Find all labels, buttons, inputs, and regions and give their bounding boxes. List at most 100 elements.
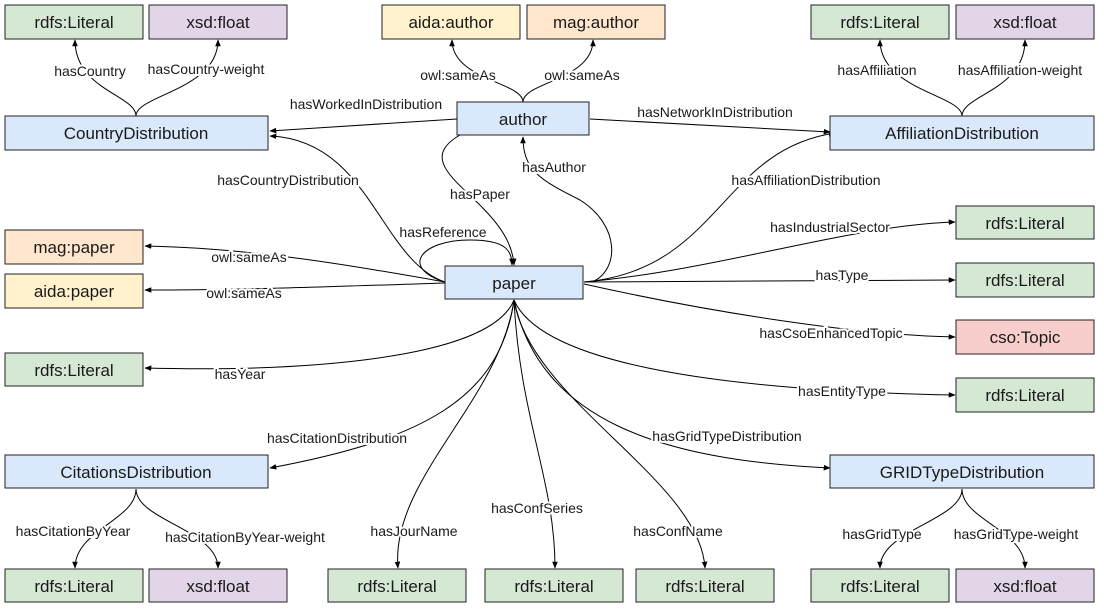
- edge-author-sameAs-aida: [449, 39, 524, 103]
- node-industrial-literal[interactable]: rdfs:Literal: [955, 205, 1095, 240]
- node-grid-distribution[interactable]: GRIDTypeDistribution: [829, 454, 1095, 489]
- node-mag-paper[interactable]: mag:paper: [4, 229, 144, 265]
- edge-hasConfName: [513, 299, 708, 569]
- node-cit-float[interactable]: xsd:float: [148, 568, 288, 603]
- edge-hasCitationByYear-weight: [135, 488, 221, 569]
- edge-hasYear: [144, 299, 515, 371]
- label-hasCountryDistribution: hasCountryDistribution: [217, 172, 359, 188]
- label-hasConfName: hasConfName: [633, 523, 723, 539]
- node-country-distribution[interactable]: CountryDistribution: [4, 115, 269, 151]
- label-hasReference: hasReference: [399, 224, 486, 240]
- node-confseries-literal[interactable]: rdfs:Literal: [484, 568, 624, 603]
- edge-hasEntityType: [513, 299, 956, 398]
- edge-hasAuthor: [520, 136, 613, 283]
- svg-text:CitationsDistribution: CitationsDistribution: [60, 463, 211, 482]
- label-hasEntityType: hasEntityType: [798, 383, 886, 399]
- label-hasGridType: hasGridType: [842, 526, 922, 542]
- node-affil-literal[interactable]: rdfs:Literal: [810, 4, 950, 40]
- label-hasCitationDistribution: hasCitationDistribution: [267, 430, 407, 446]
- label-hasYear: hasYear: [215, 366, 266, 382]
- node-citations-distribution[interactable]: CitationsDistribution: [4, 454, 269, 489]
- node-country-float[interactable]: xsd:float: [148, 4, 288, 40]
- label-hasCitationByYear-weight: hasCitationByYear-weight: [165, 529, 325, 545]
- edge-paper-sameAs-mag: [144, 243, 446, 283]
- svg-text:paper: paper: [492, 274, 536, 293]
- node-grid-float[interactable]: xsd:float: [955, 568, 1095, 603]
- svg-text:rdfs:Literal: rdfs:Literal: [985, 386, 1064, 405]
- edge-paper-sameAs-aida: [144, 282, 446, 293]
- label-hasAffiliationDistribution: hasAffiliationDistribution: [731, 172, 880, 188]
- svg-text:rdfs:Literal: rdfs:Literal: [665, 577, 744, 596]
- edge-hasAffiliationDistribution: [583, 131, 836, 283]
- label-paper-sameAs-aida: owl:sameAs: [206, 285, 281, 301]
- edge-hasCountryDistribution: [269, 133, 446, 283]
- label-hasPaper: hasPaper: [450, 186, 510, 202]
- svg-text:xsd:float: xsd:float: [186, 577, 250, 596]
- svg-text:mag:paper: mag:paper: [33, 238, 115, 257]
- label-hasGridType-weight: hasGridType-weight: [954, 526, 1079, 542]
- label-hasAuthor: hasAuthor: [522, 159, 586, 175]
- node-cit-literal[interactable]: rdfs:Literal: [4, 568, 144, 603]
- svg-text:rdfs:Literal: rdfs:Literal: [34, 361, 113, 380]
- label-author-sameAs-aida: owl:sameAs: [420, 67, 495, 83]
- node-mag-author[interactable]: mag:author: [526, 4, 666, 40]
- edge-hasGridTypeDistribution: [513, 299, 831, 471]
- label-hasCountry-weight: hasCountry-weight: [148, 61, 265, 77]
- svg-text:CountryDistribution: CountryDistribution: [64, 124, 209, 143]
- edge-author-sameAs-mag: [522, 39, 596, 103]
- svg-text:rdfs:Literal: rdfs:Literal: [34, 13, 113, 32]
- label-hasNetworkInDistribution: hasNetworkInDistribution: [637, 104, 793, 120]
- edge-hasGridType: [877, 488, 963, 569]
- svg-text:xsd:float: xsd:float: [993, 13, 1057, 32]
- edge-hasPaper: [441, 134, 517, 266]
- node-jour-literal[interactable]: rdfs:Literal: [327, 568, 467, 603]
- node-type-literal[interactable]: rdfs:Literal: [955, 262, 1095, 298]
- svg-text:xsd:float: xsd:float: [993, 577, 1057, 596]
- edge-hasWorkedInDistribution: [269, 118, 458, 134]
- node-grid-literal[interactable]: rdfs:Literal: [810, 568, 950, 603]
- label-hasCountry: hasCountry: [54, 63, 126, 79]
- svg-text:rdfs:Literal: rdfs:Literal: [34, 577, 113, 596]
- svg-text:aida:author: aida:author: [408, 13, 493, 32]
- label-hasCitationByYear: hasCitationByYear: [16, 523, 131, 539]
- svg-text:rdfs:Literal: rdfs:Literal: [985, 214, 1064, 233]
- svg-text:GRIDTypeDistribution: GRIDTypeDistribution: [880, 463, 1044, 482]
- edge-hasCountry: [72, 39, 137, 117]
- node-year-literal[interactable]: rdfs:Literal: [4, 352, 144, 387]
- node-aida-paper[interactable]: aida:paper: [4, 273, 144, 309]
- edge-hasConfSeries: [513, 299, 558, 569]
- node-affil-float[interactable]: xsd:float: [955, 4, 1095, 40]
- edge-hasCsoEnhancedTopic: [583, 283, 956, 340]
- svg-text:rdfs:Literal: rdfs:Literal: [357, 577, 436, 596]
- label-hasType: hasType: [816, 267, 869, 283]
- svg-text:xsd:float: xsd:float: [186, 13, 250, 32]
- label-hasAffiliation-weight: hasAffiliation-weight: [958, 62, 1082, 78]
- svg-text:cso:Topic: cso:Topic: [990, 328, 1061, 347]
- node-confname-literal[interactable]: rdfs:Literal: [635, 568, 775, 603]
- node-country-literal[interactable]: rdfs:Literal: [4, 4, 144, 40]
- edge-hasCountry-weight: [135, 39, 221, 117]
- node-author[interactable]: author: [456, 101, 590, 136]
- edge-hasCitationByYear: [72, 488, 137, 569]
- edge-hasJourName: [394, 299, 515, 569]
- edge-hasAffiliation: [877, 39, 963, 117]
- label-hasJourName: hasJourName: [370, 523, 457, 539]
- edge-hasIndustrialSector: [583, 219, 956, 283]
- svg-text:rdfs:Literal: rdfs:Literal: [514, 577, 593, 596]
- edges: [72, 39, 1028, 569]
- svg-text:mag:author: mag:author: [553, 13, 639, 32]
- label-author-sameAs-mag: owl:sameAs: [544, 67, 619, 83]
- label-hasWorkedInDistribution: hasWorkedInDistribution: [290, 96, 442, 112]
- edge-hasType: [583, 277, 956, 283]
- svg-text:rdfs:Literal: rdfs:Literal: [840, 577, 919, 596]
- svg-text:rdfs:Literal: rdfs:Literal: [840, 13, 919, 32]
- node-paper[interactable]: paper: [444, 265, 584, 300]
- node-entity-literal[interactable]: rdfs:Literal: [955, 377, 1095, 413]
- node-affiliation-distribution[interactable]: AffiliationDistribution: [829, 115, 1095, 151]
- node-aida-author[interactable]: aida:author: [381, 4, 521, 40]
- edge-hasGridType-weight: [961, 488, 1028, 569]
- node-cso-topic[interactable]: cso:Topic: [955, 319, 1095, 355]
- edge-hasAffiliation-weight: [961, 39, 1028, 117]
- label-paper-sameAs-mag: owl:sameAs: [211, 249, 286, 265]
